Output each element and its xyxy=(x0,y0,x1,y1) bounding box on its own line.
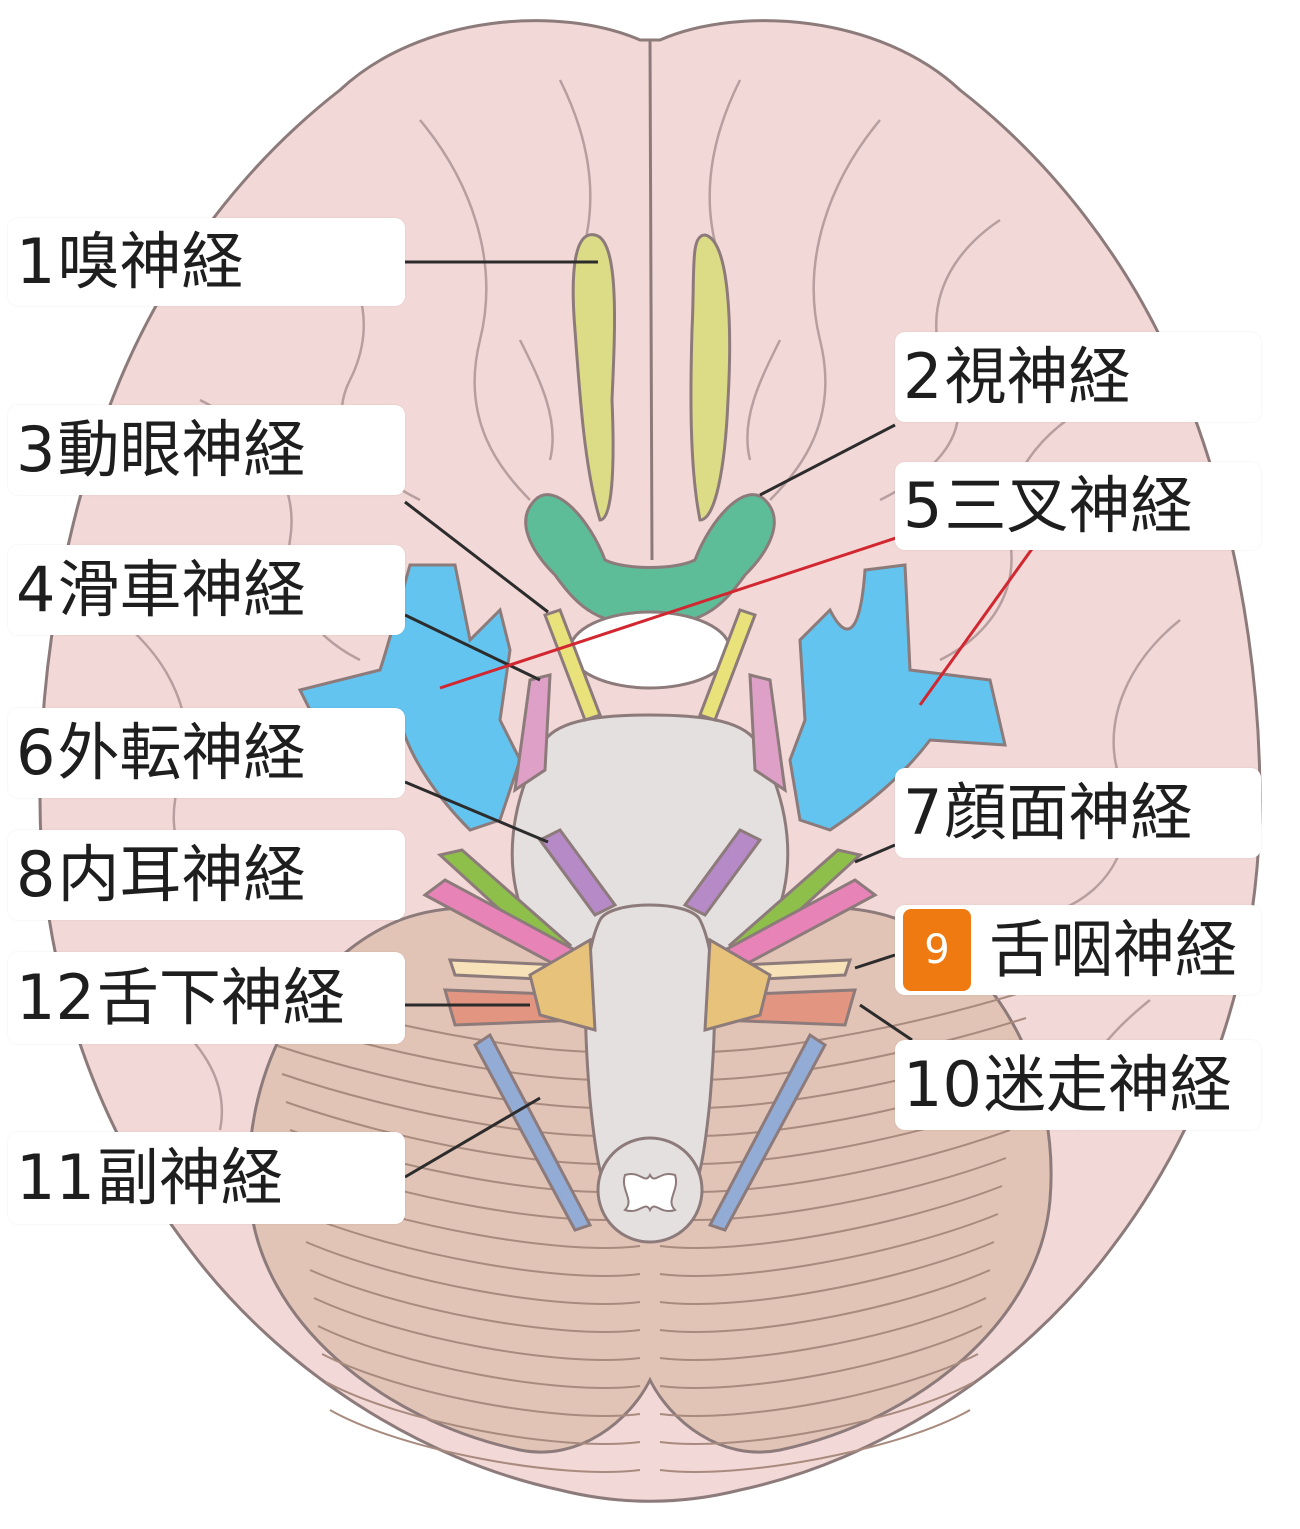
label-text: 迷走神経 xyxy=(983,1048,1232,1121)
folia-line-right xyxy=(659,1297,987,1361)
leader-n3 xyxy=(404,500,549,614)
abducens-left xyxy=(537,828,618,917)
folia-line-right xyxy=(659,1381,975,1445)
label-text: 三叉神経 xyxy=(944,469,1193,542)
folia-line-left xyxy=(329,1409,641,1473)
optic-chiasm xyxy=(524,493,776,627)
folia-line-right xyxy=(659,1325,983,1389)
label-text: 外転神経 xyxy=(57,716,306,789)
folia-line-right xyxy=(659,1241,995,1305)
label-text: 内耳神経 xyxy=(57,838,306,911)
longitudinal-fissure xyxy=(648,39,654,561)
label-number: 2 xyxy=(903,340,943,413)
folia-line-right xyxy=(659,1269,991,1333)
hypoglossal-right xyxy=(703,937,772,1032)
label-text: 舌咽神経 xyxy=(989,913,1238,986)
leader-lines xyxy=(404,260,913,1179)
accessory-right xyxy=(707,1032,827,1232)
folia-line-right xyxy=(659,1213,999,1277)
label-number: 12 xyxy=(16,961,95,1034)
olfactory-bulb-right xyxy=(689,233,732,522)
accessory-left xyxy=(473,1032,593,1232)
leader-n10 xyxy=(859,1003,913,1042)
leader-n6 xyxy=(404,780,549,844)
pituitary-stalk xyxy=(568,610,732,690)
label-text: 動眼神経 xyxy=(57,413,306,486)
hypoglossal-left xyxy=(528,937,597,1032)
label-number: 5 xyxy=(903,469,943,542)
label-number: 7 xyxy=(903,776,943,849)
leader-n2 xyxy=(759,423,896,497)
label-text: 滑車神経 xyxy=(57,553,306,626)
leader-n9 xyxy=(854,953,896,970)
trigeminal-right xyxy=(788,563,1007,832)
label-number: 8 xyxy=(16,838,56,911)
olfactory-bulb-left xyxy=(571,233,617,522)
label-number: 1 xyxy=(16,225,56,298)
abducens-right xyxy=(682,828,763,917)
folia-line-left xyxy=(325,1381,641,1445)
leader-n11 xyxy=(404,1096,541,1179)
folia-line-left xyxy=(321,1353,641,1417)
folia-line-left xyxy=(305,1241,641,1305)
oculomotor-left xyxy=(543,608,602,722)
folia-line-right xyxy=(659,1157,1007,1221)
trochlear-left xyxy=(513,673,552,794)
label-number: 10 xyxy=(903,1048,982,1121)
folia-line-left xyxy=(301,1213,641,1277)
label-number: 4 xyxy=(16,553,56,626)
label-text: 舌下神経 xyxy=(96,961,345,1034)
label-number: 11 xyxy=(16,1141,95,1214)
folia-line-right xyxy=(659,1409,971,1473)
folia-line-right xyxy=(659,1185,1003,1249)
trochlear-right xyxy=(748,673,787,794)
oculomotor-right xyxy=(698,608,757,722)
spinal-grey-matter xyxy=(622,1172,678,1213)
leader-n4 xyxy=(404,613,541,682)
label-number: 6 xyxy=(16,716,56,789)
label-number: 3 xyxy=(16,413,56,486)
label-number-badge: 9 xyxy=(903,909,971,991)
label-text: 副神経 xyxy=(96,1141,283,1214)
folia-line-left xyxy=(309,1269,641,1333)
leader-n7 xyxy=(854,843,896,864)
label-text: 顔面神経 xyxy=(944,776,1193,849)
folia-line-left xyxy=(313,1297,641,1361)
label-text: 視神経 xyxy=(944,340,1131,413)
label-text: 嗅神経 xyxy=(57,225,244,298)
folia-line-left xyxy=(317,1325,641,1389)
folia-line-right xyxy=(659,1353,979,1417)
